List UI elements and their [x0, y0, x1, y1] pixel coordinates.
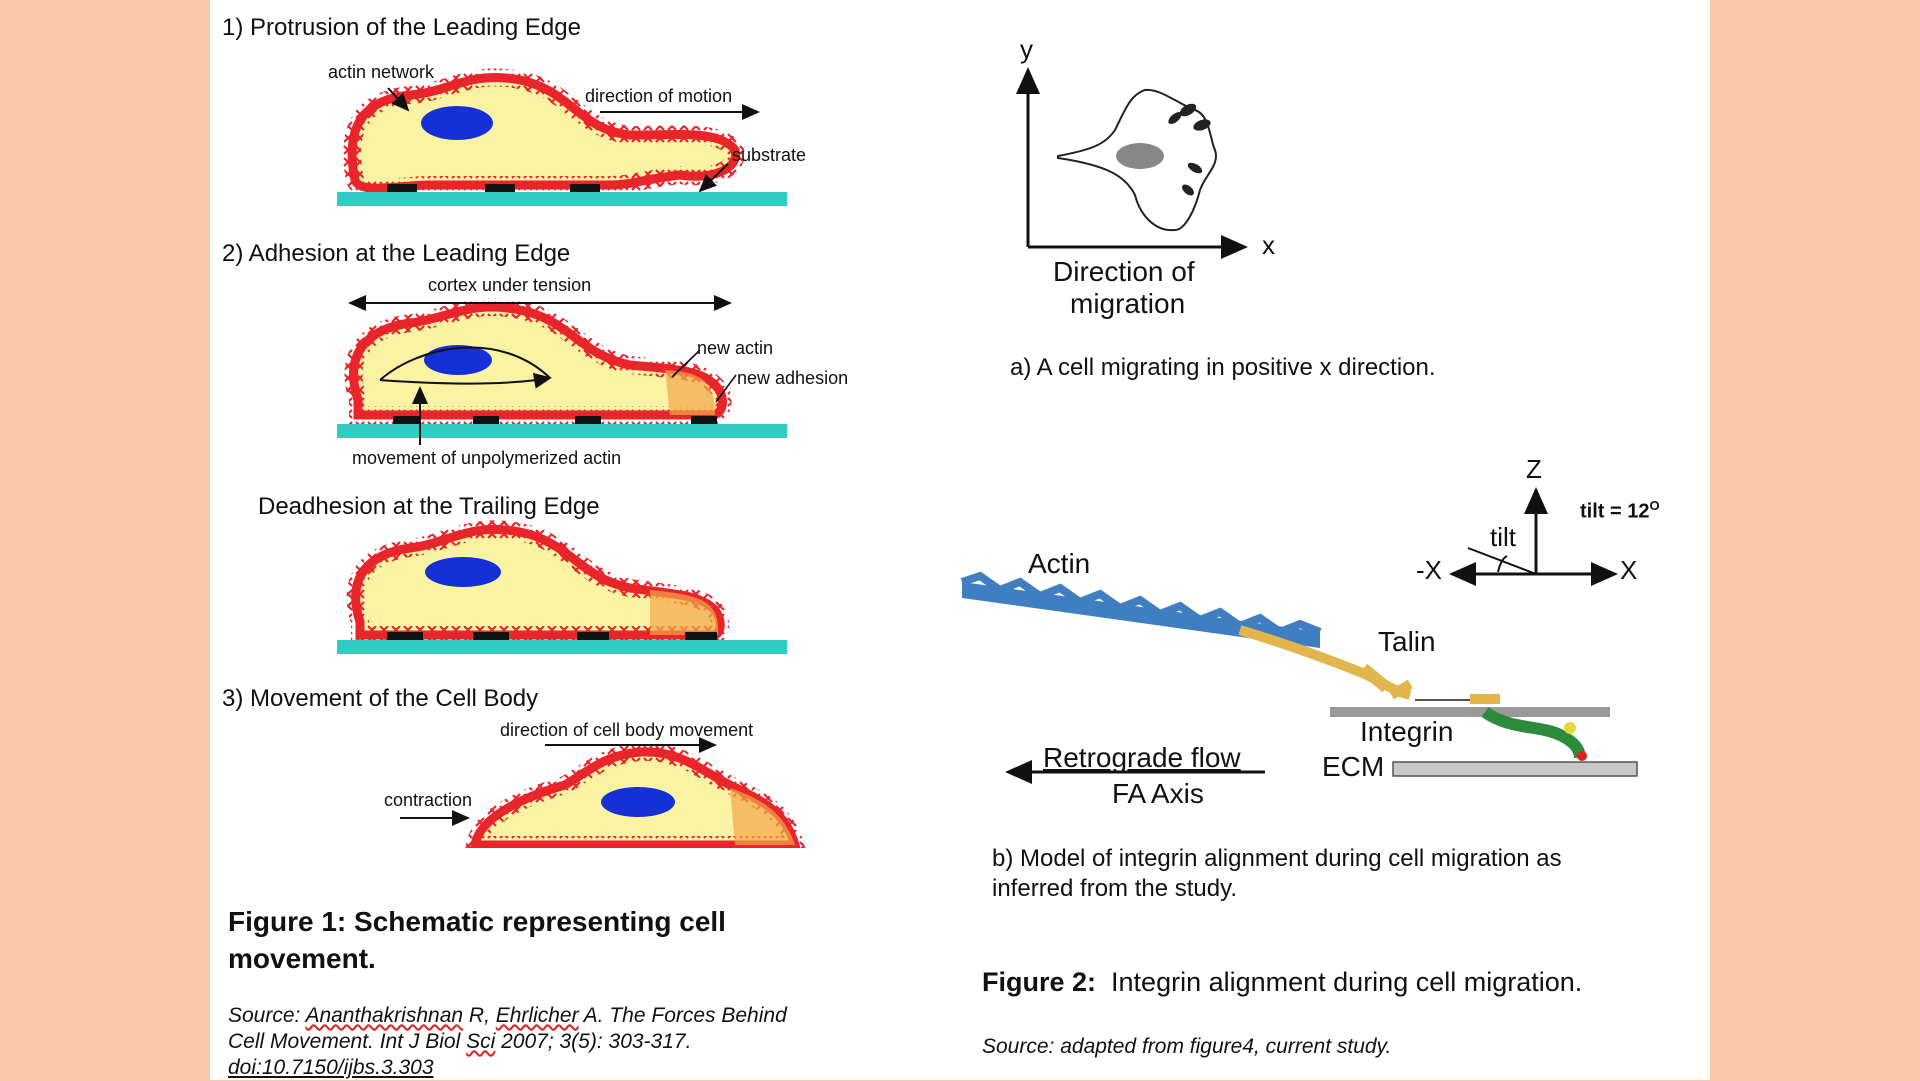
panel-b-x-label: X — [1620, 555, 1638, 585]
unpolymerized-label: movement of unpolymerized actin — [352, 448, 622, 468]
slide: 1) Protrusion of the Leading Edge actin … — [210, 0, 1710, 1080]
cell-1 — [337, 68, 787, 206]
figure2-caption-text: Integrin alignment during cell migration… — [1111, 967, 1583, 997]
membrane — [1330, 707, 1610, 717]
panel-a-direction-line1: Direction of — [1053, 256, 1195, 287]
cortex-label: cortex under tension — [428, 275, 592, 295]
source-mid2: A. The Forces Behind Cell Movement. Int … — [228, 1004, 787, 1053]
ecm-label: ECM — [1322, 751, 1385, 782]
integrin-label: Integrin — [1360, 716, 1454, 747]
direction-of-motion-label: direction of motion — [585, 86, 733, 106]
step2-heading: 2) Adhesion at the Leading Edge — [222, 240, 571, 267]
contraction-label: contraction — [384, 790, 473, 810]
source-author2: Ehrlicher — [495, 1004, 579, 1027]
ecm-bar — [1392, 761, 1638, 777]
talin-molecule — [1238, 625, 1500, 704]
step3-heading: 3) Movement of the Cell Body — [222, 685, 539, 712]
source-prefix: Source: — [228, 1004, 306, 1027]
cell-3 — [380, 737, 830, 858]
substrate-3 — [337, 640, 787, 654]
integrin-molecule — [1481, 706, 1587, 761]
substrate-1 — [337, 192, 787, 206]
source-mid1: R, — [463, 1004, 496, 1027]
tilt-value-sup: O — [1649, 498, 1660, 513]
actin-network-label: actin network — [328, 62, 435, 82]
panel-b-tilt-label: tilt — [1490, 522, 1516, 552]
panel-a-x-label: x — [1262, 230, 1275, 260]
migrating-cell-icon — [1057, 88, 1217, 232]
new-adhesion-label: new adhesion — [737, 368, 849, 388]
nucleus-4 — [601, 787, 675, 817]
panel-b-graphic — [960, 487, 1638, 784]
cell-deadhesion — [337, 520, 787, 654]
figure2-source: Source: adapted from figure4, current st… — [982, 1035, 1392, 1058]
source-mid3: 2007; 3(5): 303-317. — [495, 1030, 692, 1053]
panel-a-caption: a) A cell migrating in positive x direct… — [1010, 354, 1436, 381]
panel-a-y-label: y — [1020, 34, 1033, 64]
tilt-value-prefix: tilt = 12 — [1580, 500, 1650, 523]
source-author1: Ananthakrishnan — [305, 1004, 464, 1027]
panel-b-tilt-value: tilt = 12O — [1580, 498, 1660, 524]
fa-axis-label: FA Axis — [1112, 778, 1204, 809]
new-actin-label: new actin — [697, 338, 774, 358]
actin-filament — [960, 571, 1322, 648]
source-doi-link[interactable]: doi:10.7150/ijbs.3.303 — [228, 1056, 434, 1079]
figure2-caption-bold: Figure 2: — [982, 967, 1097, 997]
figure1-source: Source: Ananthakrishnan R, Ehrlicher A. … — [228, 1003, 788, 1081]
figure-graphics — [337, 67, 1638, 858]
talin-label: Talin — [1378, 626, 1436, 657]
source-journal: Sci — [466, 1030, 496, 1053]
nucleus-1 — [421, 106, 493, 140]
deadhesion-heading: Deadhesion at the Trailing Edge — [258, 493, 600, 520]
nucleus-2 — [424, 345, 492, 375]
substrate-2 — [337, 424, 787, 438]
panel-b-z-label: Z — [1526, 454, 1542, 484]
retrograde-flow-label: Retrograde flow — [1043, 742, 1241, 773]
panel-a-graphic — [1016, 67, 1248, 259]
figure2-caption: Figure 2: Integrin alignment during cell… — [982, 967, 1582, 998]
panel-b-neg-x-label: -X — [1416, 555, 1442, 585]
step1-heading: 1) Protrusion of the Leading Edge — [222, 14, 581, 41]
cell-2 — [337, 295, 787, 445]
actin-label: Actin — [1028, 548, 1091, 579]
direction-body-label: direction of cell body movement — [500, 720, 754, 740]
substrate-label: substrate — [732, 145, 807, 165]
panel-b-caption: b) Model of integrin alignment during ce… — [992, 845, 1562, 902]
figure1-caption: Figure 1: Schematic representing cell mo… — [228, 906, 726, 974]
nucleus-3 — [425, 557, 501, 587]
panel-a-direction-line2: migration — [1070, 288, 1186, 319]
